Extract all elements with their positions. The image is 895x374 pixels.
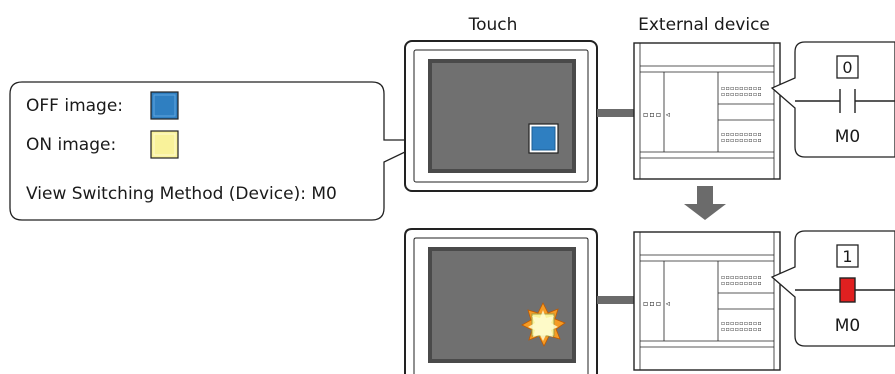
svg-text:▫▫▫ ◃: ▫▫▫ ◃ <box>643 299 671 308</box>
down-arrow-icon <box>684 186 726 220</box>
touch-panel-top <box>404 40 598 192</box>
on-image-swatch-bevel <box>153 133 176 156</box>
device-bubble-bottom: 1 M0 <box>770 230 895 347</box>
device-address-top: M0 <box>835 127 860 147</box>
touch-panel-bottom <box>404 228 598 374</box>
touch-screen-top <box>428 59 576 173</box>
off-image-swatch <box>150 91 179 120</box>
svg-text:▫▫▫▫▫▫▫▫▫: ▫▫▫▫▫▫▫▫▫ <box>721 280 762 287</box>
svg-text:▫▫▫▫▫▫▫▫▫: ▫▫▫▫▫▫▫▫▫ <box>721 137 762 144</box>
touch-screen-bottom <box>428 247 576 363</box>
plc-device-bottom: ▫▫▫ ◃ ▫▫▫▫▫▫▫▫▫ ▫▫▫▫▫▫▫▫▫ ▫▫▫▫▫▫▫▫▫ ▫▫▫▫… <box>633 231 781 371</box>
switch-button-off-face <box>531 126 556 151</box>
device-value-top: 0 <box>842 58 852 77</box>
svg-text:▫▫▫▫▫▫▫▫▫: ▫▫▫▫▫▫▫▫▫ <box>721 326 762 333</box>
device-address-bottom: M0 <box>835 316 860 336</box>
svg-text:▫▫▫▫▫▫▫▫▫: ▫▫▫▫▫▫▫▫▫ <box>721 320 762 327</box>
plc-device-top: ▫▫▫ ◃ ▫▫▫▫▫▫▫▫▫ ▫▫▫▫▫▫▫▫▫ ▫▫▫▫▫▫▫▫▫ ▫▫▫▫… <box>633 42 781 180</box>
svg-text:▫▫▫▫▫▫▫▫▫: ▫▫▫▫▫▫▫▫▫ <box>721 131 762 138</box>
image-callout: OFF image: ON image: View Switching Meth… <box>9 81 431 221</box>
svg-text:▫▫▫▫▫▫▫▫▫: ▫▫▫▫▫▫▫▫▫ <box>721 85 762 92</box>
on-image-swatch <box>150 130 179 159</box>
device-value-bottom: 1 <box>842 247 852 266</box>
cable-top <box>597 109 635 117</box>
view-switching-method-text: View Switching Method (Device): M0 <box>26 184 337 204</box>
svg-text:▫▫▫ ◃: ▫▫▫ ◃ <box>643 110 671 119</box>
touch-label: Touch <box>468 15 518 35</box>
on-image-label: ON image: <box>26 135 116 155</box>
external-device-label: External device <box>638 15 770 35</box>
cable-bottom <box>597 296 635 304</box>
device-bubble-top: 0 M0 <box>770 41 895 158</box>
svg-text:▫▫▫▫▫▫▫▫▫: ▫▫▫▫▫▫▫▫▫ <box>721 91 762 98</box>
touch-burst-icon <box>521 302 566 347</box>
off-image-label: OFF image: <box>26 96 123 116</box>
off-image-swatch-bevel <box>153 94 176 117</box>
contact-closed-indicator <box>839 277 856 303</box>
device-value-box-top <box>836 55 859 79</box>
device-value-box-bottom <box>836 244 859 268</box>
svg-text:▫▫▫▫▫▫▫▫▫: ▫▫▫▫▫▫▫▫▫ <box>721 274 762 281</box>
